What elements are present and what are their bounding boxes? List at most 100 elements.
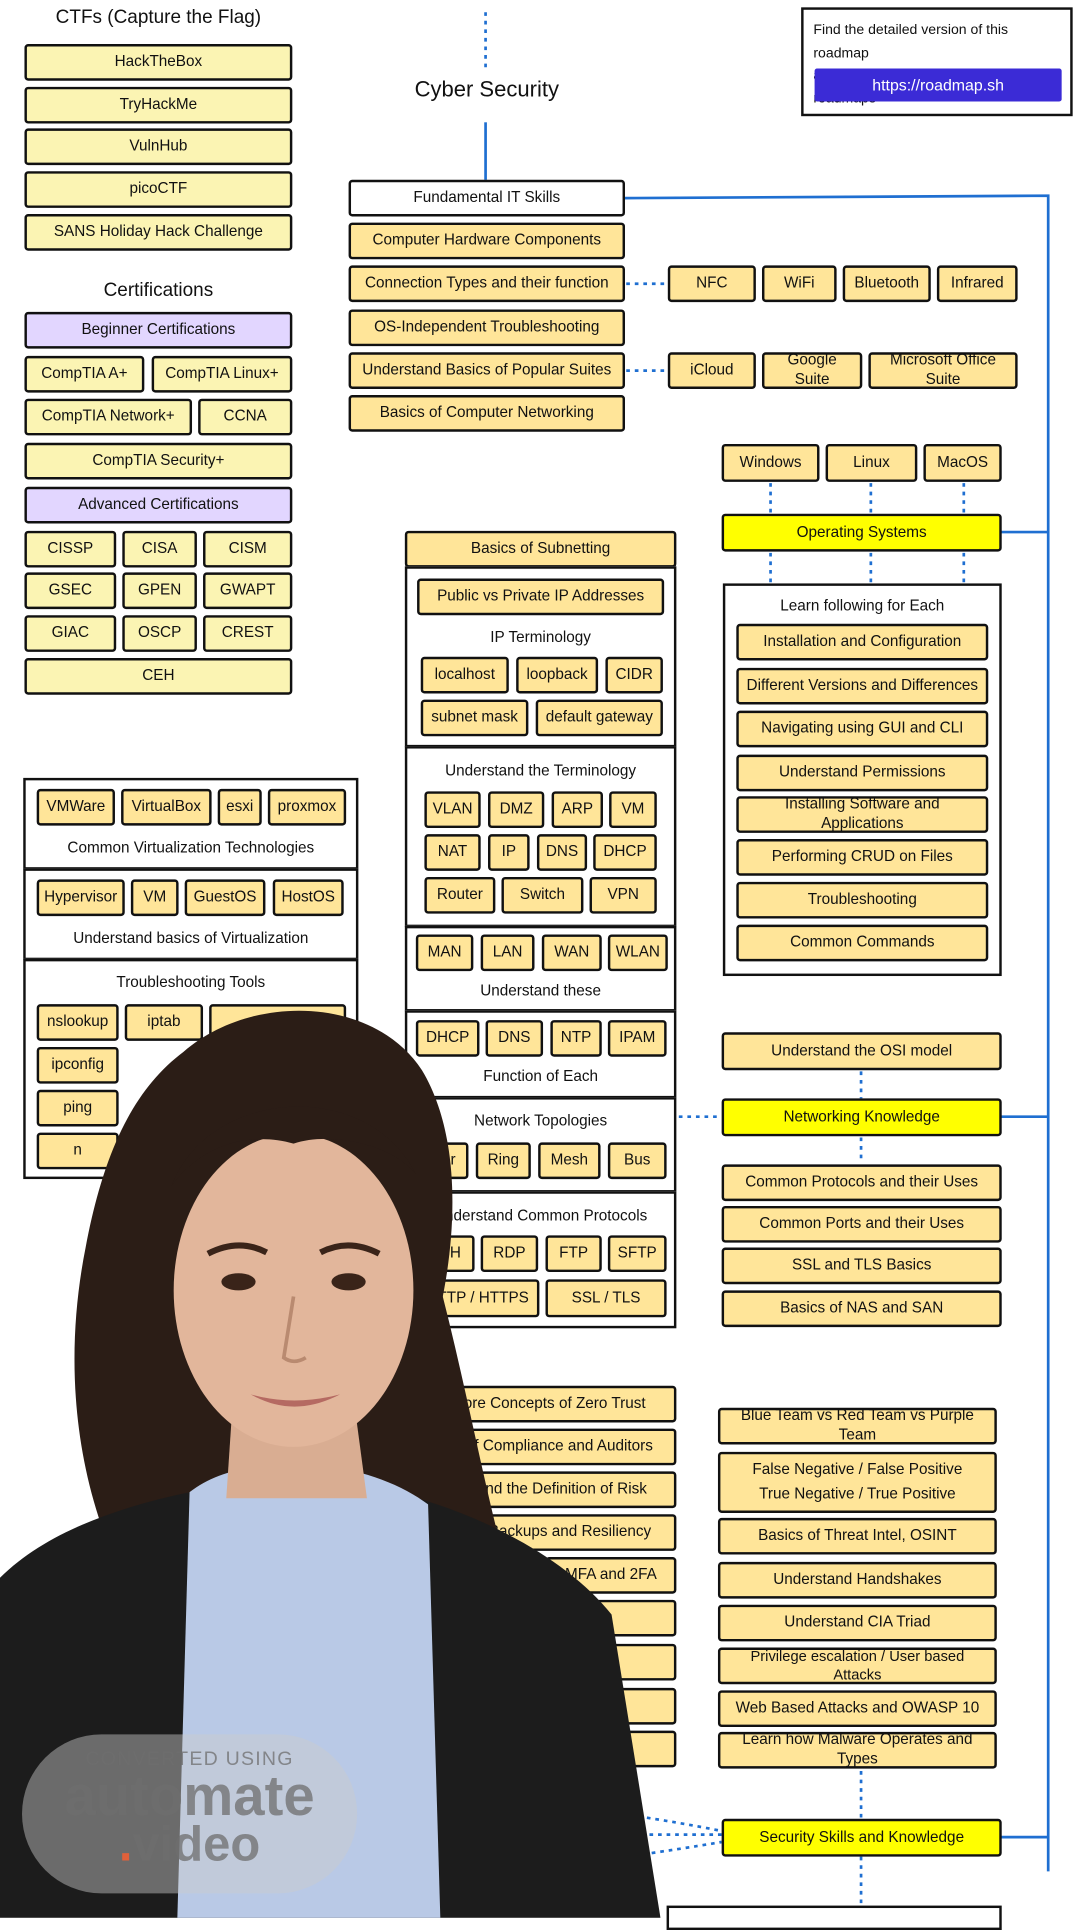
- ctf-sans-holiday[interactable]: SANS Holiday Hack Challenge: [24, 214, 293, 251]
- term-ip[interactable]: IP: [488, 834, 530, 871]
- connection-infrared[interactable]: Infrared: [936, 265, 1018, 303]
- term-nat[interactable]: NAT: [424, 834, 481, 871]
- topology-ring[interactable]: Ring: [475, 1142, 531, 1180]
- term-vlan[interactable]: VLAN: [424, 791, 481, 829]
- computer-hardware-components[interactable]: Computer Hardware Components: [348, 222, 626, 260]
- protocol-sftp[interactable]: SFTP: [607, 1235, 667, 1273]
- tool-n[interactable]: n: [36, 1132, 119, 1170]
- basics-of-subnetting[interactable]: Basics of Subnetting: [404, 530, 677, 568]
- virt-hostos[interactable]: HostOS: [272, 879, 344, 917]
- threat-intel-osint[interactable]: Basics of Threat Intel, OSINT: [717, 1517, 997, 1555]
- ip-localhost[interactable]: localhost: [420, 656, 509, 694]
- fundamental-it-skills[interactable]: Fundamental IT Skills: [348, 179, 626, 217]
- term-dhcp[interactable]: DHCP: [593, 834, 657, 871]
- virt-esxi[interactable]: esxi: [217, 788, 262, 826]
- os-versions[interactable]: Different Versions and Differences: [736, 667, 989, 705]
- cert-comptia-network[interactable]: CompTIA Network+: [24, 398, 193, 436]
- nas-san-basics[interactable]: Basics of NAS and SAN: [721, 1290, 1002, 1328]
- cert-comptia-linux[interactable]: CompTIA Linux+: [151, 355, 293, 393]
- cert-cissp[interactable]: CISSP: [24, 530, 117, 568]
- virt-vm[interactable]: VM: [130, 879, 179, 917]
- operating-systems[interactable]: Operating Systems: [721, 513, 1002, 552]
- os-crud-files[interactable]: Performing CRUD on Files: [736, 839, 989, 876]
- cert-crest[interactable]: CREST: [203, 615, 293, 652]
- virt-virtualbox[interactable]: VirtualBox: [121, 788, 212, 826]
- term-dmz[interactable]: DMZ: [488, 791, 545, 829]
- func-dns[interactable]: DNS: [485, 1020, 544, 1057]
- beginner-certifications[interactable]: Beginner Certifications: [24, 311, 293, 349]
- os-installing-software[interactable]: Installing Software and Applications: [736, 795, 989, 833]
- blue-red-purple-team[interactable]: Blue Team vs Red Team vs Purple Team: [717, 1407, 997, 1445]
- virt-vmware[interactable]: VMWare: [36, 788, 115, 826]
- ip-cidr[interactable]: CIDR: [605, 656, 663, 694]
- false-true-positives[interactable]: False Negative / False Positive True Neg…: [717, 1451, 997, 1513]
- os-windows[interactable]: Windows: [721, 443, 820, 482]
- topology-bus[interactable]: Bus: [607, 1142, 667, 1180]
- cert-ccna[interactable]: CCNA: [198, 398, 293, 436]
- os-permissions[interactable]: Understand Permissions: [736, 754, 989, 792]
- understand-handshakes[interactable]: Understand Handshakes: [717, 1561, 997, 1599]
- cert-comptia-a[interactable]: CompTIA A+: [24, 355, 145, 393]
- cert-comptia-security[interactable]: CompTIA Security+: [24, 442, 293, 480]
- net-man[interactable]: MAN: [415, 934, 474, 972]
- term-router[interactable]: Router: [424, 876, 496, 914]
- protocol-ssl-tls[interactable]: SSL / TLS: [545, 1279, 667, 1318]
- virt-proxmox[interactable]: proxmox: [267, 788, 347, 826]
- suite-microsoft-office[interactable]: Microsoft Office Suite: [868, 351, 1018, 389]
- suite-google[interactable]: Google Suite: [761, 351, 863, 389]
- ip-default-gateway[interactable]: default gateway: [535, 699, 663, 737]
- ctf-tryhackme[interactable]: TryHackMe: [24, 86, 293, 124]
- func-ntp[interactable]: NTP: [550, 1020, 602, 1057]
- cert-cism[interactable]: CISM: [203, 530, 293, 568]
- func-dhcp[interactable]: DHCP: [415, 1020, 480, 1057]
- connection-wifi[interactable]: WiFi: [761, 265, 837, 303]
- ctf-hackthebox[interactable]: HackTheBox: [24, 44, 293, 81]
- os-gui-cli[interactable]: Navigating using GUI and CLI: [736, 710, 989, 748]
- cert-ceh[interactable]: CEH: [24, 658, 293, 695]
- net-lan[interactable]: LAN: [480, 934, 535, 972]
- suite-icloud[interactable]: iCloud: [667, 352, 756, 389]
- ip-subnet-mask[interactable]: subnet mask: [420, 699, 529, 737]
- malware-types[interactable]: Learn how Malware Operates and Types: [717, 1731, 997, 1769]
- popular-suites[interactable]: Understand Basics of Popular Suites: [348, 352, 626, 389]
- tool-ipconfig[interactable]: ipconfig: [36, 1046, 119, 1084]
- common-ports-uses[interactable]: Common Ports and their Uses: [721, 1205, 1002, 1243]
- tool-ping[interactable]: ping: [36, 1089, 119, 1127]
- tool-nslookup[interactable]: nslookup: [36, 1004, 119, 1041]
- term-switch[interactable]: Switch: [501, 876, 584, 914]
- connection-bluetooth[interactable]: Bluetooth: [842, 265, 931, 303]
- understand-osi-model[interactable]: Understand the OSI model: [721, 1032, 1002, 1071]
- virt-guestos[interactable]: GuestOS: [184, 879, 266, 917]
- term-dns[interactable]: DNS: [536, 834, 588, 871]
- ctf-vulnhub[interactable]: VulnHub: [24, 128, 293, 166]
- os-troubleshooting[interactable]: Troubleshooting: [736, 881, 989, 919]
- cert-gwapt[interactable]: GWAPT: [203, 572, 293, 610]
- privilege-escalation[interactable]: Privilege escalation / User based Attack…: [717, 1647, 997, 1685]
- computer-networking-basics[interactable]: Basics of Computer Networking: [348, 395, 626, 432]
- web-attacks-owasp[interactable]: Web Based Attacks and OWASP 10: [717, 1690, 997, 1728]
- networking-knowledge[interactable]: Networking Knowledge: [721, 1098, 1002, 1137]
- cert-giac[interactable]: GIAC: [24, 615, 117, 652]
- security-skills-knowledge[interactable]: Security Skills and Knowledge: [721, 1818, 1002, 1857]
- virt-hypervisor[interactable]: Hypervisor: [36, 879, 125, 917]
- term-arp[interactable]: ARP: [551, 791, 603, 829]
- protocol-rdp[interactable]: RDP: [480, 1235, 539, 1273]
- ip-loopback[interactable]: loopback: [516, 656, 599, 694]
- understand-cia-triad[interactable]: Understand CIA Triad: [717, 1604, 997, 1642]
- cert-gpen[interactable]: GPEN: [122, 572, 197, 610]
- cert-gsec[interactable]: GSEC: [24, 572, 117, 610]
- os-common-commands[interactable]: Common Commands: [736, 924, 989, 962]
- connection-types[interactable]: Connection Types and their function: [348, 265, 626, 303]
- func-ipam[interactable]: IPAM: [607, 1020, 667, 1057]
- os-macos[interactable]: MacOS: [923, 443, 1002, 482]
- os-installation[interactable]: Installation and Configuration: [736, 623, 989, 661]
- tool-iptables[interactable]: iptab: [124, 1004, 204, 1041]
- term-vm[interactable]: VM: [609, 791, 657, 829]
- os-independent-troubleshooting[interactable]: OS-Independent Troubleshooting: [348, 309, 626, 347]
- os-linux[interactable]: Linux: [825, 443, 918, 482]
- topology-mesh[interactable]: Mesh: [538, 1142, 601, 1180]
- net-wan[interactable]: WAN: [541, 934, 602, 972]
- term-vpn[interactable]: VPN: [589, 876, 657, 914]
- advanced-certifications[interactable]: Advanced Certifications: [24, 486, 293, 524]
- protocol-ftp[interactable]: FTP: [545, 1235, 602, 1273]
